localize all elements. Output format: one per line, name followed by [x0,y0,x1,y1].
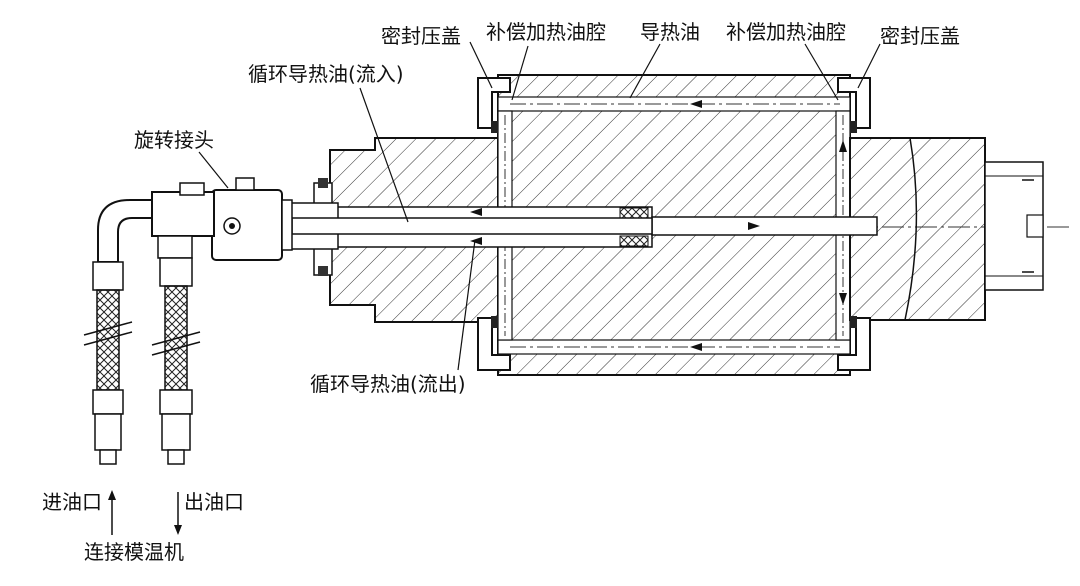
label-oil-inlet: 进油口 [42,490,102,514]
label-rotary-joint: 旋转接头 [134,128,214,152]
label-comp-chamber-right: 补偿加热油腔 [726,20,846,44]
label-comp-chamber-left: 补偿加热油腔 [486,20,606,44]
outlet-hose [151,257,201,465]
right-shaft [849,137,1044,321]
inlet-hose [83,261,133,465]
label-oil-outlet: 出油口 [184,490,244,514]
seal-cover-right [837,77,871,371]
label-circ-oil-in: 循环导热油(流入) [248,62,404,86]
elbow-fitting [97,199,153,263]
label-connect-mold-temp: 连接模温机 [84,540,184,564]
label-circ-oil-out: 循环导热油(流出) [310,372,466,396]
seal-cover-left [477,77,511,371]
rotary-joint [151,177,293,261]
leader-lines [198,41,881,371]
central-bore [289,202,878,250]
label-seal-cover-left: 密封压盖 [381,24,461,48]
label-seal-cover-right: 密封压盖 [880,24,960,48]
label-heat-oil: 导热油 [640,20,700,44]
